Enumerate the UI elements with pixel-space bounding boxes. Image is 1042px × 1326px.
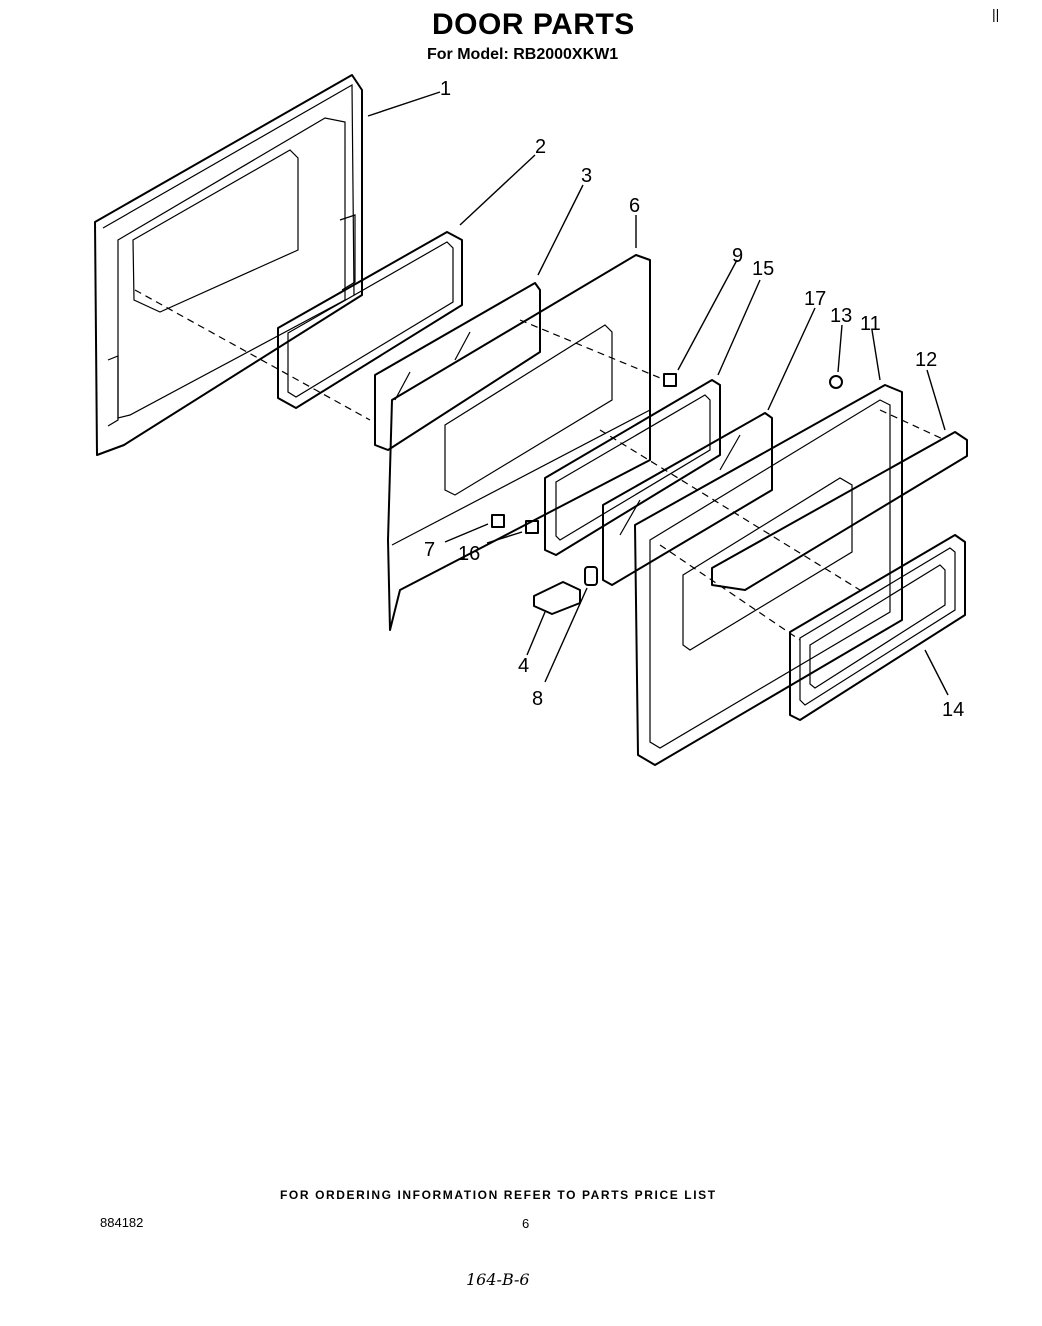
page-title: DOOR PARTS xyxy=(432,8,635,41)
part-15-frame xyxy=(544,379,721,556)
callout-13: 13 xyxy=(830,305,852,327)
callout-14: 14 xyxy=(942,699,964,721)
part-14-window-frame xyxy=(789,534,966,721)
callout-15: 15 xyxy=(752,258,774,280)
callout-7: 7 xyxy=(424,539,435,561)
callout-1: 1 xyxy=(440,78,451,100)
part-8-bumper xyxy=(584,566,598,586)
part-3-glass-pane xyxy=(374,282,541,451)
callout-9: 9 xyxy=(732,245,743,267)
callout-6: 6 xyxy=(629,195,640,217)
model-subtitle: For Model: RB2000XKW1 xyxy=(427,46,619,63)
part-4-bracket xyxy=(533,581,581,615)
part-17-glass-panel xyxy=(602,412,773,586)
handwritten-reference: 164-B-6 xyxy=(466,1270,530,1289)
callout-11: 11 xyxy=(860,313,881,335)
corner-mark: || xyxy=(992,6,1000,22)
callout-2: 2 xyxy=(535,136,546,158)
callout-4: 4 xyxy=(518,655,529,677)
callout-16: 16 xyxy=(458,543,480,565)
callout-8: 8 xyxy=(532,688,543,710)
part-6-inner-door-liner xyxy=(387,254,651,631)
part-11-outer-frame xyxy=(634,384,903,766)
callout-17: 17 xyxy=(804,288,826,310)
document-number: 884182 xyxy=(100,1215,144,1230)
part-2-gasket-frame xyxy=(277,231,463,409)
part-16-clip xyxy=(525,520,539,534)
callout-3: 3 xyxy=(581,165,592,187)
part-1-outer-door-panel xyxy=(94,74,363,456)
part-13-screw xyxy=(829,375,843,389)
part-9-clip xyxy=(663,373,677,387)
part-7-clip xyxy=(491,514,505,528)
callout-12: 12 xyxy=(915,349,937,371)
page-number: 6 xyxy=(522,1216,530,1231)
ordering-info-note: FOR ORDERING INFORMATION REFER TO PARTS … xyxy=(280,1188,717,1202)
part-12-handle xyxy=(711,431,968,591)
